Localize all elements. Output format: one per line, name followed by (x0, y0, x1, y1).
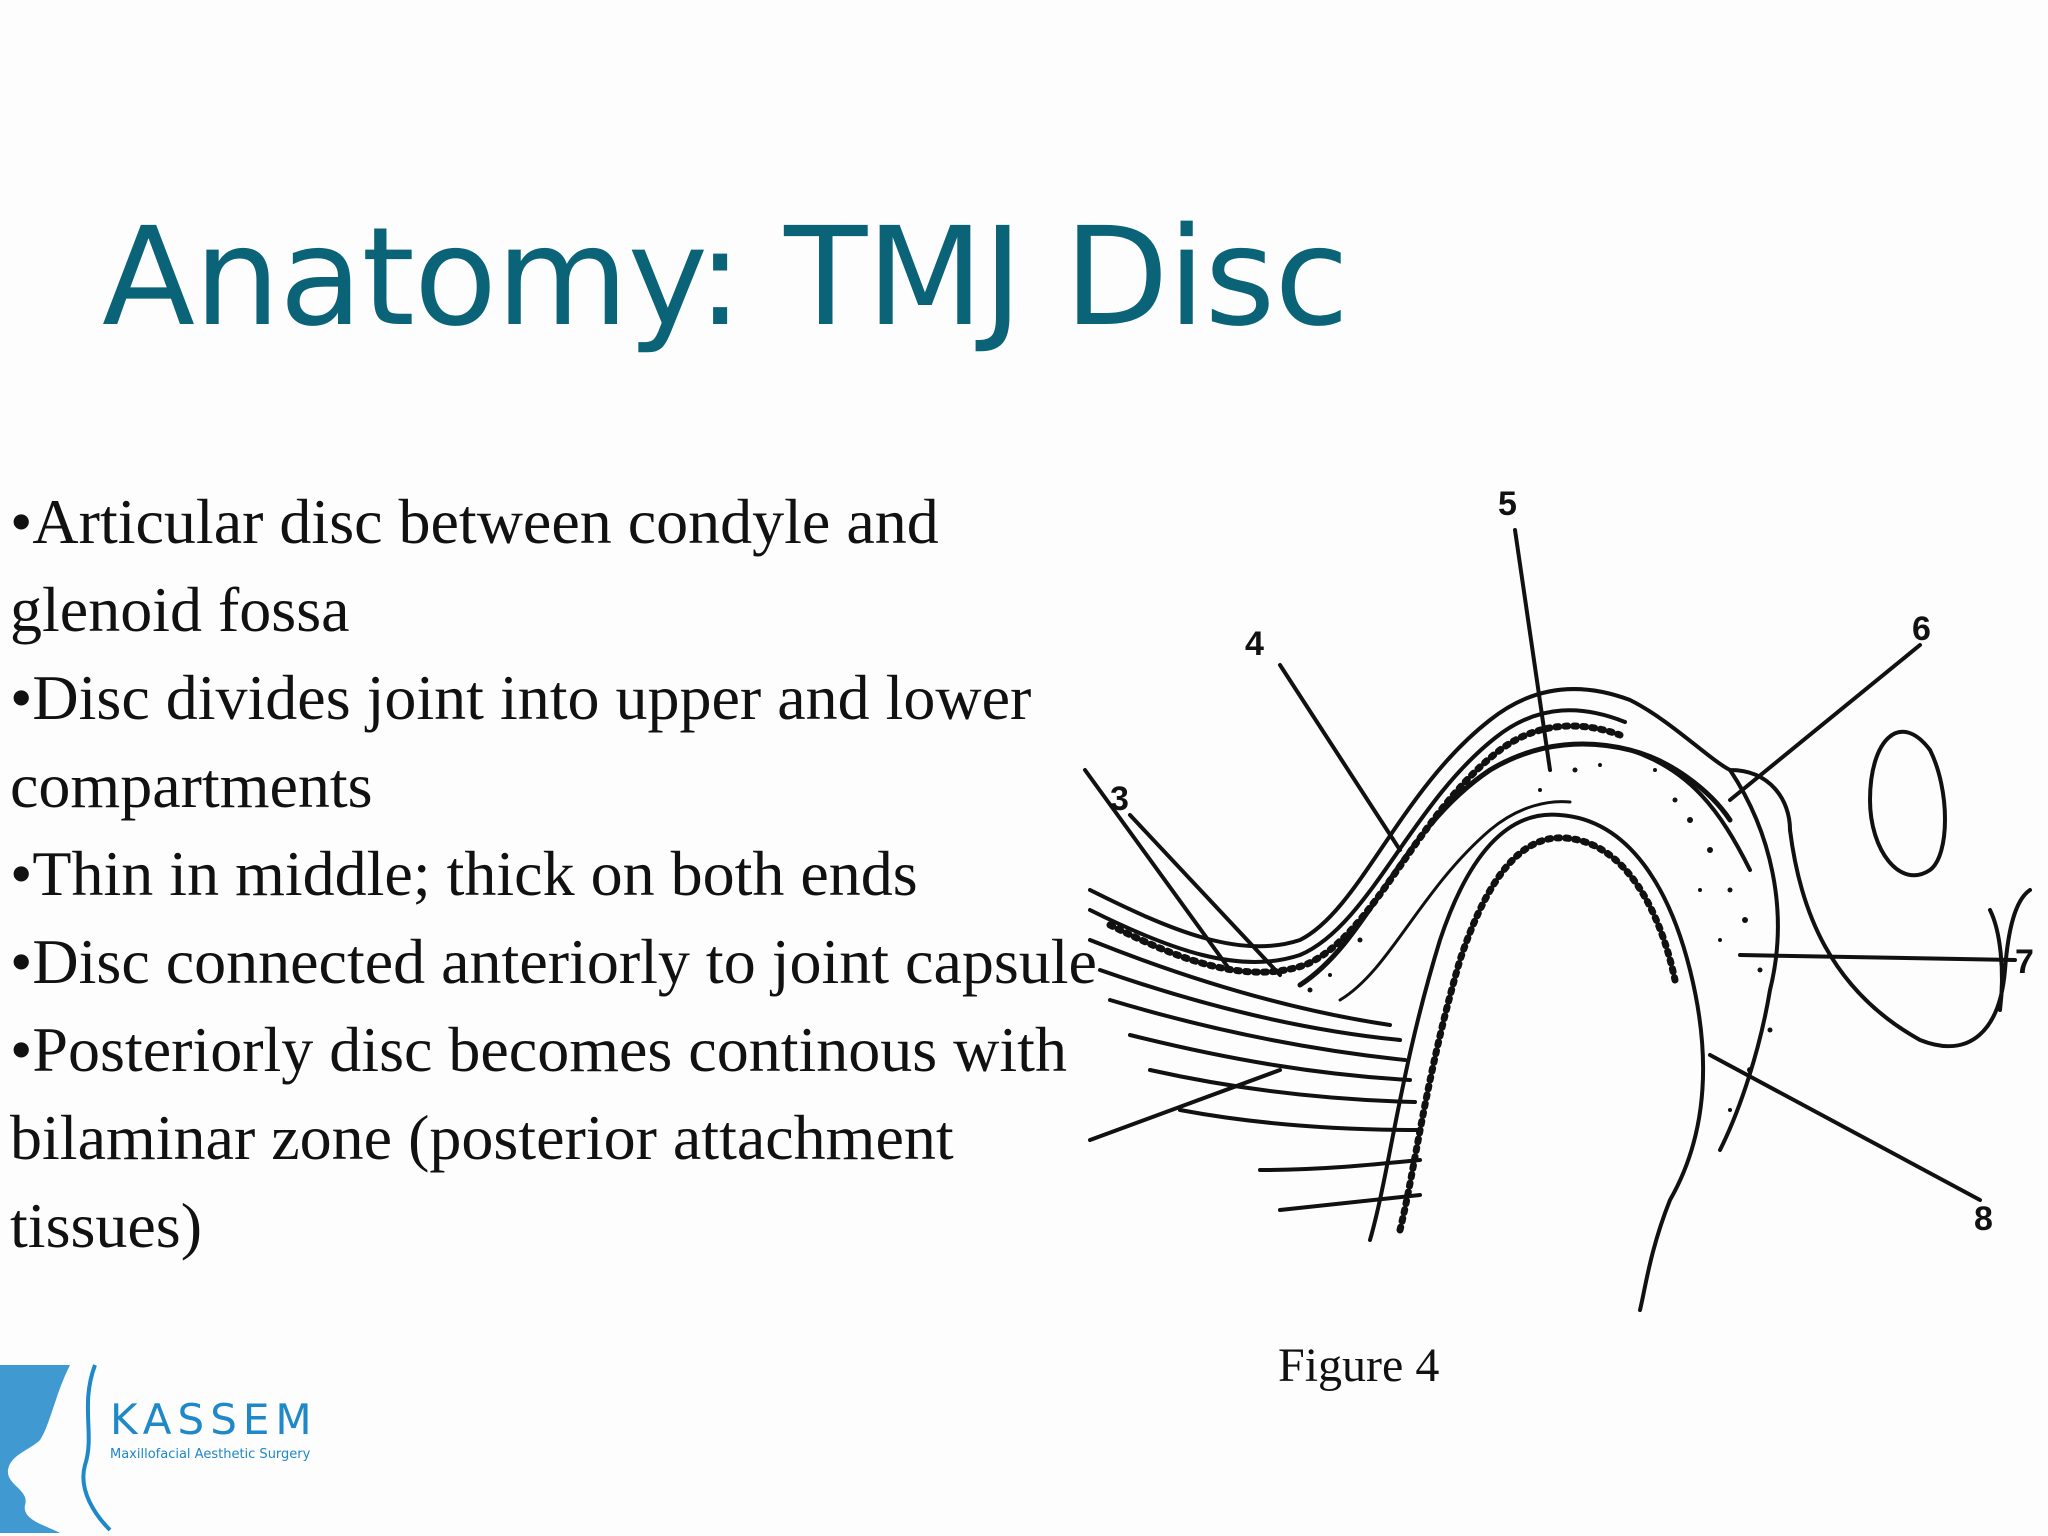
kassem-logo-icon (0, 1364, 112, 1533)
logo-tagline: Maxillofacial Aesthetic Surgery (110, 1447, 311, 1462)
slide-title: Anatomy: TMJ Disc (102, 199, 1349, 357)
tmj-anatomy-diagram: 3 4 5 6 7 8 (1083, 485, 2034, 1312)
diagram-label: 6 (1912, 610, 1931, 648)
bullet-item: •Thin in middle; thick on both ends (10, 838, 918, 909)
figure-caption: Figure 4 (1278, 1339, 1440, 1392)
diagram-label: 5 (1498, 485, 1517, 523)
bullet-list: •Articular disc between condyle and glen… (10, 478, 1120, 1270)
bullet-item: •Articular disc between condyle and glen… (10, 486, 939, 645)
bullet-item: •Posteriorly disc becomes continous with… (10, 1014, 1067, 1261)
diagram-label: 3 (1110, 780, 1129, 818)
diagram-label: 4 (1245, 625, 1264, 663)
bullet-item: •Disc divides joint into upper and lower… (10, 662, 1032, 821)
bullet-item: •Disc connected anteriorly to joint caps… (10, 926, 1097, 997)
diagram-label: 7 (2015, 943, 2034, 981)
logo-name: KASSEM (110, 1395, 318, 1444)
diagram-label: 8 (1974, 1200, 1993, 1238)
